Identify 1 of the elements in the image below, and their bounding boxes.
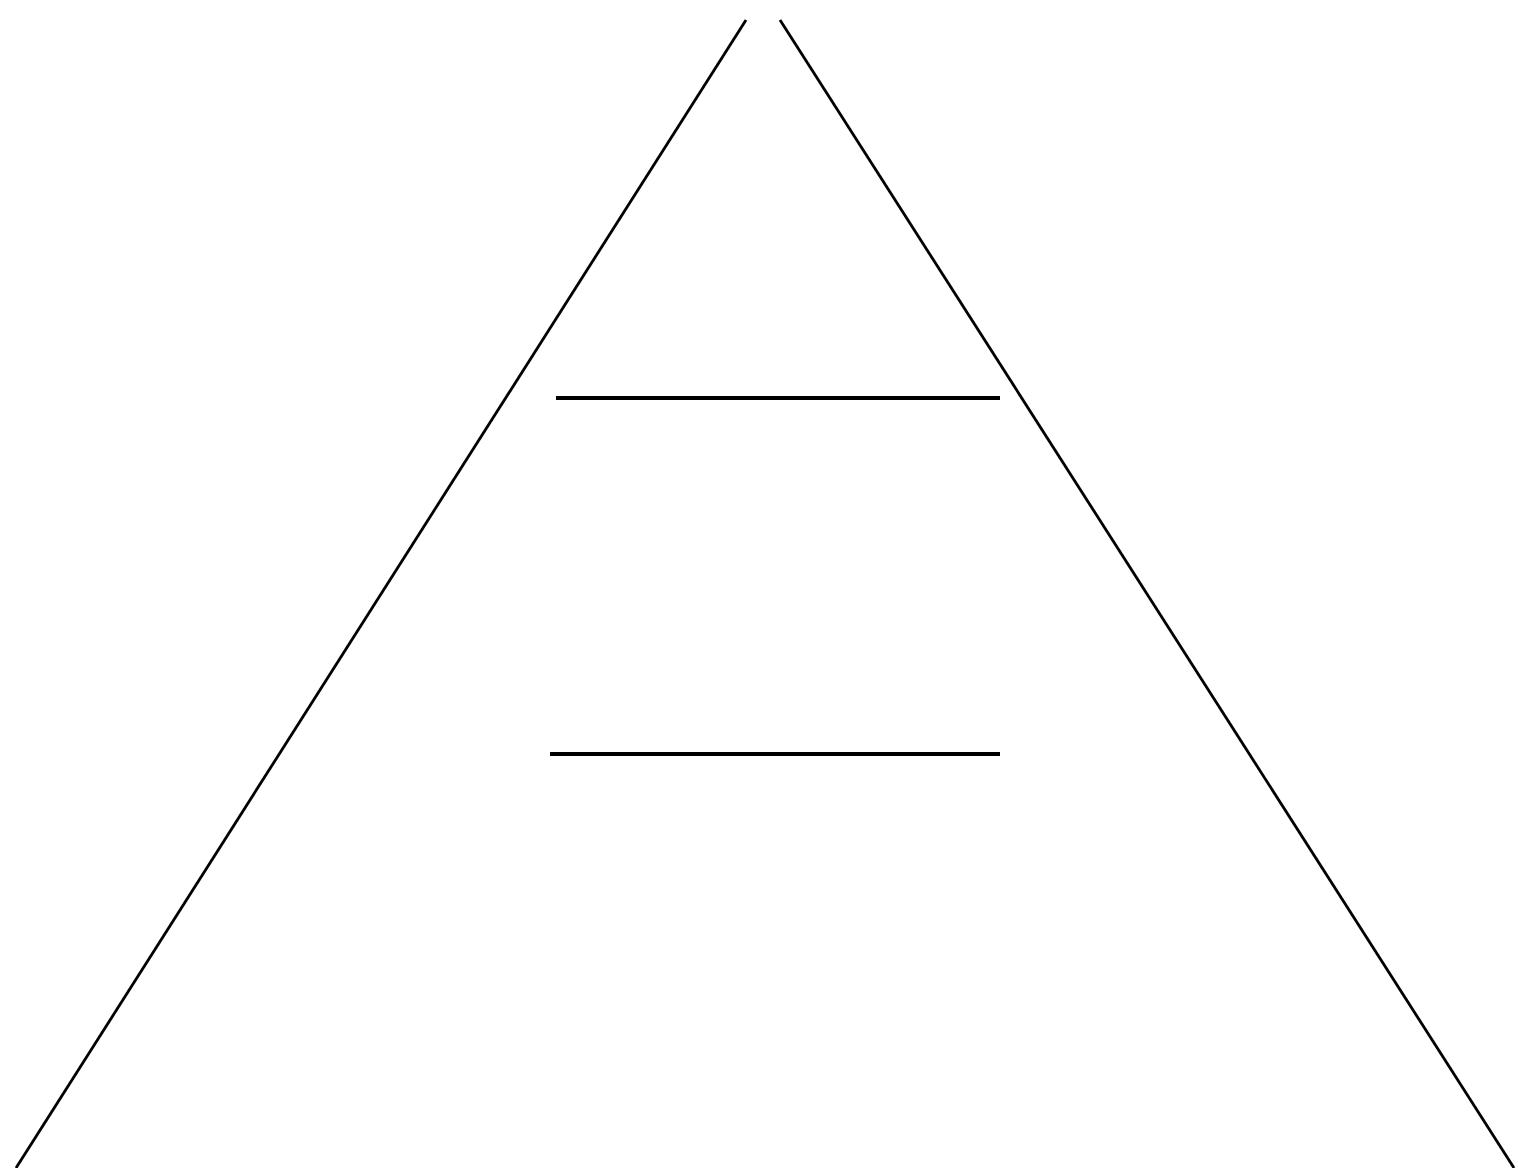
pyramid-drawing <box>14 19 1516 1168</box>
